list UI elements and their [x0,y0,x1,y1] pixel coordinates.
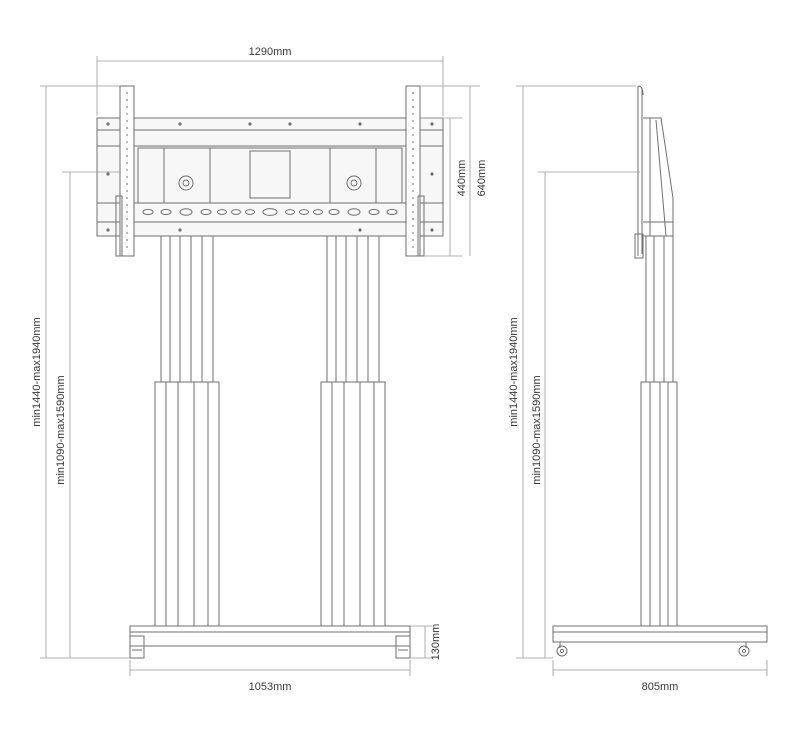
side-dimensions [516,85,768,676]
front-caster-left [129,645,145,659]
front-overall-height-label: min1440-max1940mm [31,317,43,426]
right-column [320,235,386,627]
front-base-height-label: 130mm [430,624,442,661]
left-column [154,235,220,627]
side-caster-left [556,642,568,657]
side-bracket [634,85,644,259]
front-base [129,625,411,647]
side-column [640,235,678,627]
left-vesa-bracket [115,85,135,257]
mounting-panel [96,117,444,237]
slot-holes [142,208,398,216]
side-view [552,85,768,657]
front-dimensions [40,56,480,676]
front-mount-center-height-label: min1090-max1590mm [55,375,67,484]
panel-bolts [106,122,434,232]
side-caster-right [738,642,750,657]
side-head [643,117,674,237]
front-mount-height-label: 440mm [456,160,468,197]
side-mount-center-height-label: min1090-max1590mm [531,375,543,484]
side-base [552,625,768,643]
front-base-width-label: 1053mm [249,681,292,693]
side-base-depth-label: 805mm [642,681,679,693]
front-view [96,85,444,659]
side-overall-height-label: min1440-max1940mm [508,317,520,426]
front-caster-right [395,645,411,659]
right-vesa-bracket [405,85,425,257]
front-panel-height-label: 640mm [476,160,488,197]
front-width-label: 1290mm [249,46,292,58]
